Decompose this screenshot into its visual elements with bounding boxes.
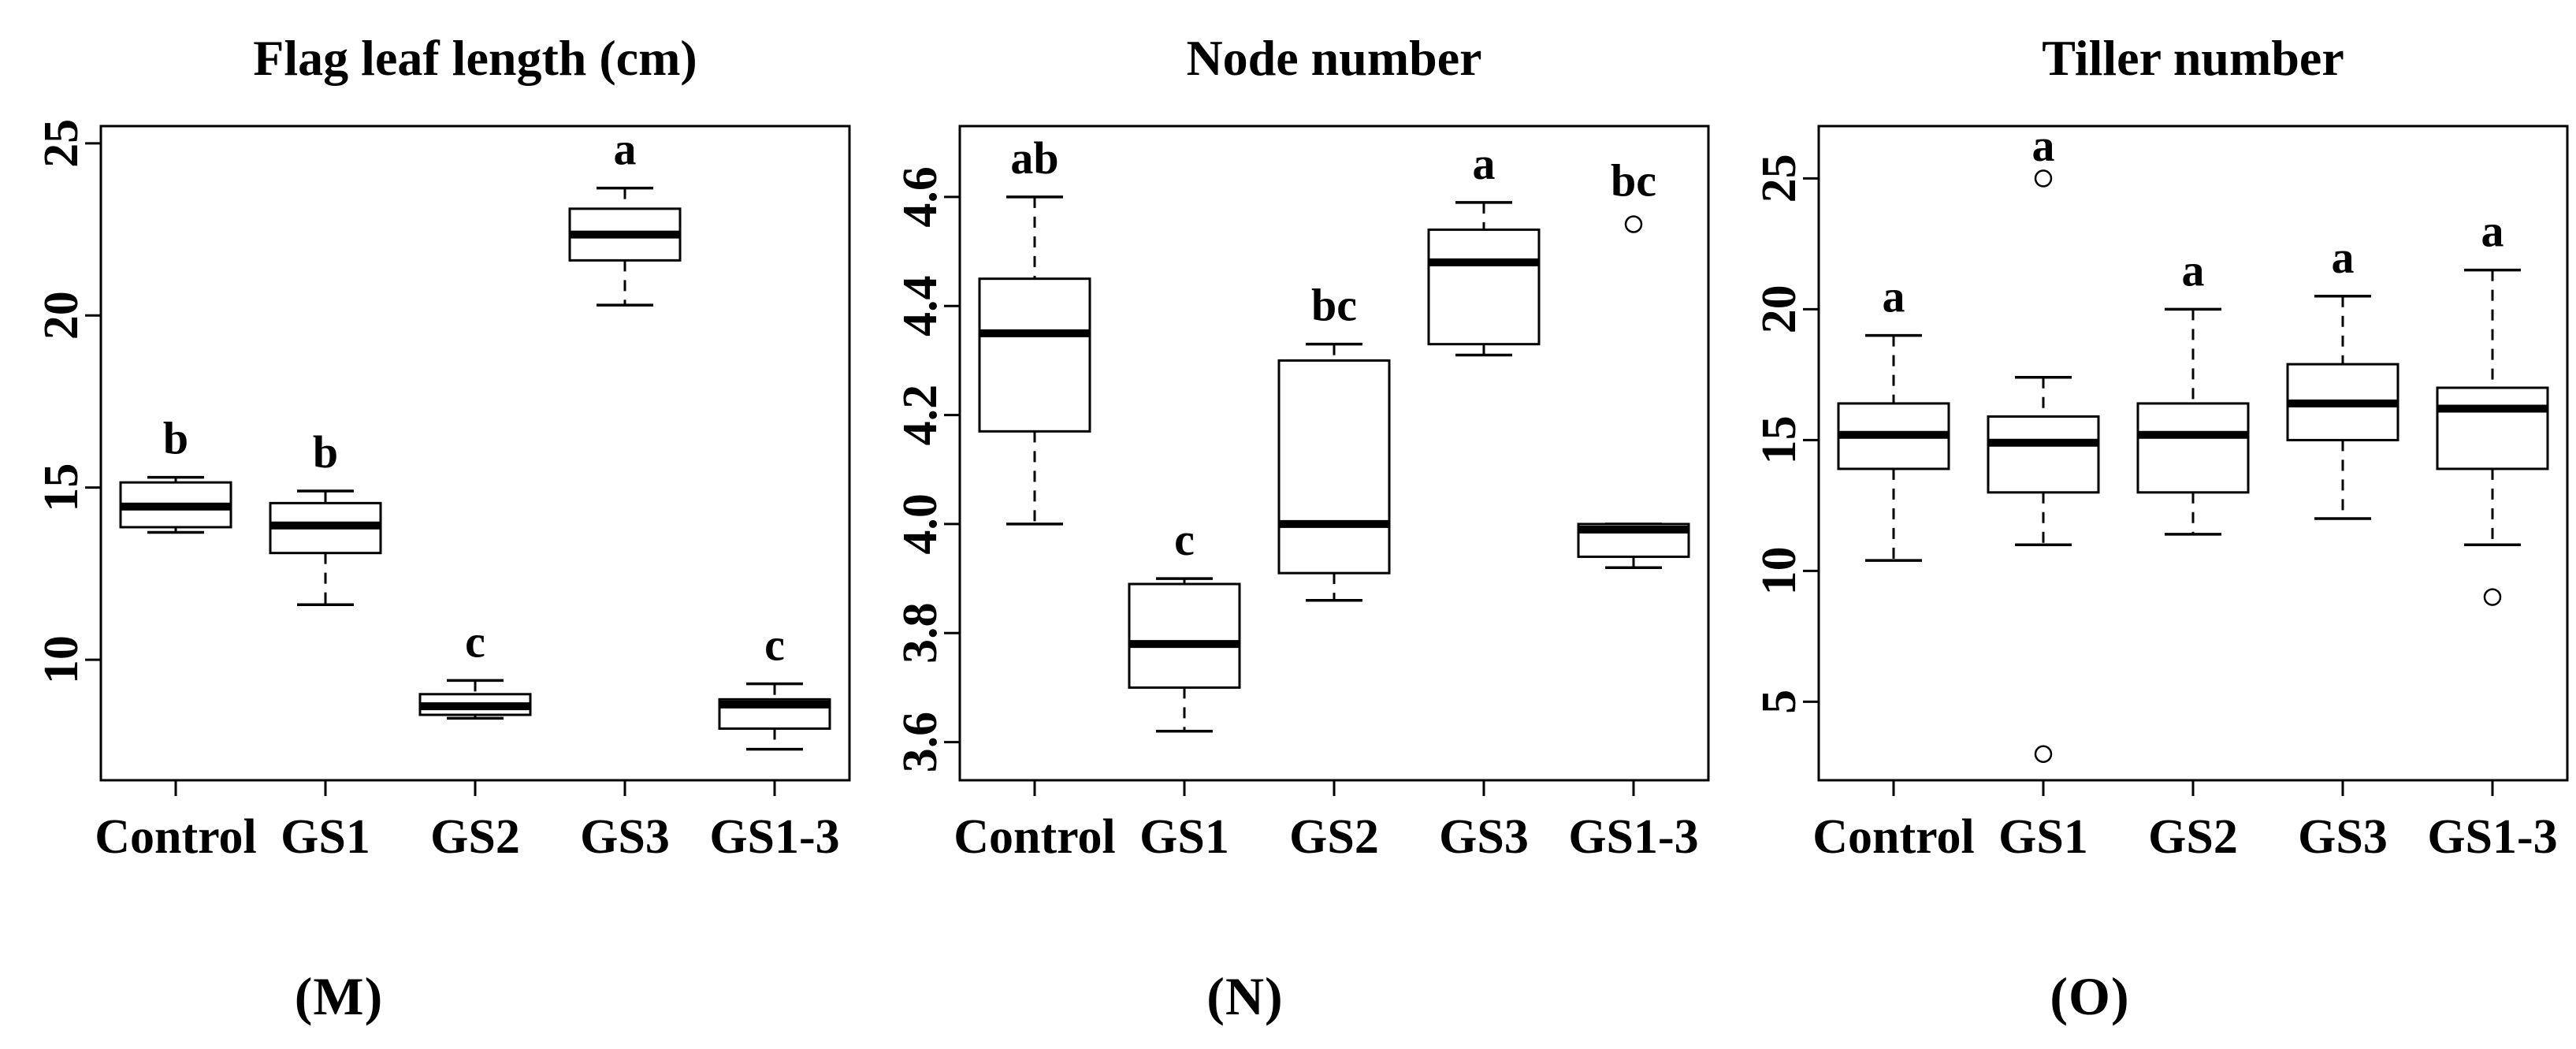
x-category-label: GS3	[1439, 810, 1529, 864]
y-tick-label: 3.8	[894, 603, 947, 664]
significance-letter: bc	[1311, 280, 1357, 331]
y-tick-label: 5	[1753, 690, 1806, 714]
y-tick-label: 10	[1753, 546, 1806, 595]
significance-letter: b	[313, 426, 338, 478]
boxplot-group-control: b	[119, 413, 232, 534]
x-category-label: GS2	[1289, 810, 1379, 864]
y-tick-label: 20	[1753, 285, 1806, 333]
panel-label-M: (M)	[294, 966, 384, 1026]
significance-letter: a	[2032, 120, 2055, 171]
iqr-box	[2436, 386, 2549, 471]
y-tick-label: 15	[1753, 415, 1806, 464]
panel-title: Flag leaf length (cm)	[253, 30, 697, 86]
y-tick-label: 25	[1753, 154, 1806, 203]
boxplot-group-gs1-3: bc	[1577, 155, 1690, 569]
x-category-label: GS1-3	[1568, 810, 1698, 864]
outlier-point	[2483, 588, 2502, 606]
significance-letter: a	[1473, 138, 1496, 189]
significance-letter: ab	[1010, 132, 1058, 184]
x-category-label: GS1	[1139, 810, 1229, 864]
x-category-label: GS1	[281, 810, 370, 864]
significance-letter: a	[614, 124, 637, 175]
significance-letter: b	[163, 413, 188, 464]
boxplot-group-gs1: a	[1987, 120, 2100, 764]
boxplot-group-control: a	[1837, 271, 1950, 562]
boxplot-group-gs2: a	[2136, 244, 2250, 536]
significance-letter: c	[764, 619, 785, 671]
significance-letter: c	[1174, 514, 1195, 565]
iqr-box	[1128, 582, 1241, 689]
boxplot-group-gs2: bc	[1277, 280, 1391, 602]
y-tick-label: 10	[35, 635, 88, 684]
significance-letter: a	[2332, 232, 2355, 283]
iqr-box	[1427, 228, 1541, 346]
panel-title: Tiller number	[2042, 30, 2344, 86]
x-category-label: GS2	[430, 810, 520, 864]
boxplot-group-gs1-3: c	[718, 619, 831, 751]
x-category-label: GS1	[1998, 810, 2088, 864]
x-category-label: Control	[953, 810, 1116, 864]
boxplot-group-control: ab	[978, 132, 1091, 526]
iqr-box	[978, 277, 1091, 433]
panel-label-N: (N)	[1206, 966, 1284, 1026]
boxplot-group-gs2: c	[418, 616, 532, 720]
boxplot-group-gs1: c	[1128, 514, 1241, 733]
significance-letter: bc	[1611, 155, 1656, 206]
y-tick-label: 15	[35, 463, 88, 512]
boxplot-group-gs3: a	[1427, 138, 1541, 357]
boxplot-group-gs3: a	[2286, 232, 2399, 520]
y-tick-label: 3.6	[894, 712, 947, 773]
x-category-label: GS1-3	[709, 810, 839, 864]
iqr-box	[2136, 402, 2250, 494]
y-tick-label: 25	[35, 119, 88, 168]
x-category-label: GS1-3	[2427, 810, 2557, 864]
y-tick-label: 4.4	[894, 276, 947, 337]
iqr-box	[1987, 415, 2100, 494]
y-tick-label: 4.6	[894, 166, 947, 228]
panel-label-O: (O)	[2050, 966, 2130, 1026]
iqr-box	[1277, 359, 1391, 575]
x-category-label: GS3	[2298, 810, 2388, 864]
outlier-point	[2034, 745, 2053, 764]
significance-letter: c	[465, 616, 485, 667]
outlier-point	[1624, 215, 1643, 233]
y-tick-label: 20	[35, 291, 88, 340]
significance-letter: a	[2182, 244, 2205, 296]
significance-letter: a	[2481, 206, 2504, 257]
x-category-label: GS2	[2148, 810, 2238, 864]
y-tick-label: 4.2	[894, 385, 947, 446]
y-tick-label: 4.0	[894, 493, 947, 555]
panel-title: Node number	[1186, 30, 1481, 86]
x-category-label: GS3	[580, 810, 670, 864]
boxplot-group-gs3: a	[568, 124, 682, 307]
x-category-label: Control	[95, 810, 257, 864]
outlier-point	[2034, 169, 2053, 188]
x-category-label: Control	[1812, 810, 1975, 864]
boxplot-group-gs1-3: a	[2436, 206, 2549, 606]
significance-letter: a	[1883, 271, 1905, 322]
boxplot-group-gs1: b	[269, 426, 382, 606]
